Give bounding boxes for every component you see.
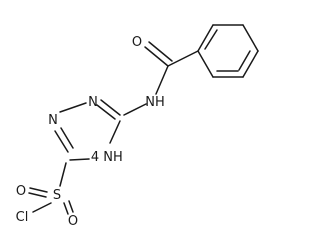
bond-c3-s	[59, 162, 67, 187]
bond-s-o-left-1	[29, 187, 48, 193]
atom-o-carbonyl: O	[132, 35, 142, 50]
atom-nh-amide: NH	[145, 95, 165, 110]
bond-s-o-bottom-1	[63, 202, 69, 215]
bond-c5-n1	[100, 99, 121, 116]
bond-ar4	[242, 50, 259, 78]
structure-canvas: O NH N N 4 NH S O O Cl	[16, 24, 259, 229]
triazole-ring	[54, 99, 121, 161]
bond-ar-inner2	[238, 50, 251, 71]
atom-n1: N	[88, 95, 98, 110]
bond-ar6	[197, 50, 214, 78]
bond-ring-carbonyl	[167, 50, 199, 67]
bond-ar1	[197, 24, 214, 52]
bond-n4-c5	[109, 120, 121, 144]
atom-o-sulfonyl-left: O	[16, 184, 26, 199]
atom-cl: Cl	[16, 210, 29, 225]
atom-nh-ring: NH	[103, 150, 123, 165]
atom-ring-h-number: 4	[91, 150, 99, 165]
bond-n2-c3	[54, 130, 69, 153]
bond-s-cl	[32, 202, 52, 213]
bond-n2-c3-double	[60, 127, 74, 149]
atom-s: S	[53, 188, 61, 203]
bond-c3-n4	[69, 158, 90, 161]
bond-ar3	[242, 24, 259, 52]
molecule-diagram: O NH N N 4 NH S O O Cl	[16, 24, 259, 229]
atom-n2: N	[48, 113, 58, 128]
bond-nh-triazole	[123, 103, 147, 116]
bond-ar-inner1	[204, 29, 218, 50]
bond-c5-n1-double	[96, 104, 116, 120]
bond-s-o-bottom-2	[68, 200, 74, 213]
benzene-ring	[197, 24, 259, 78]
atom-o-sulfonyl-bottom: O	[68, 214, 78, 229]
bond-co-1	[144, 46, 169, 67]
bond-s-o-left-2	[28, 192, 47, 198]
bond-n1-n2	[59, 102, 87, 113]
bond-co-2	[148, 41, 173, 62]
bond-c-nh	[155, 65, 169, 95]
